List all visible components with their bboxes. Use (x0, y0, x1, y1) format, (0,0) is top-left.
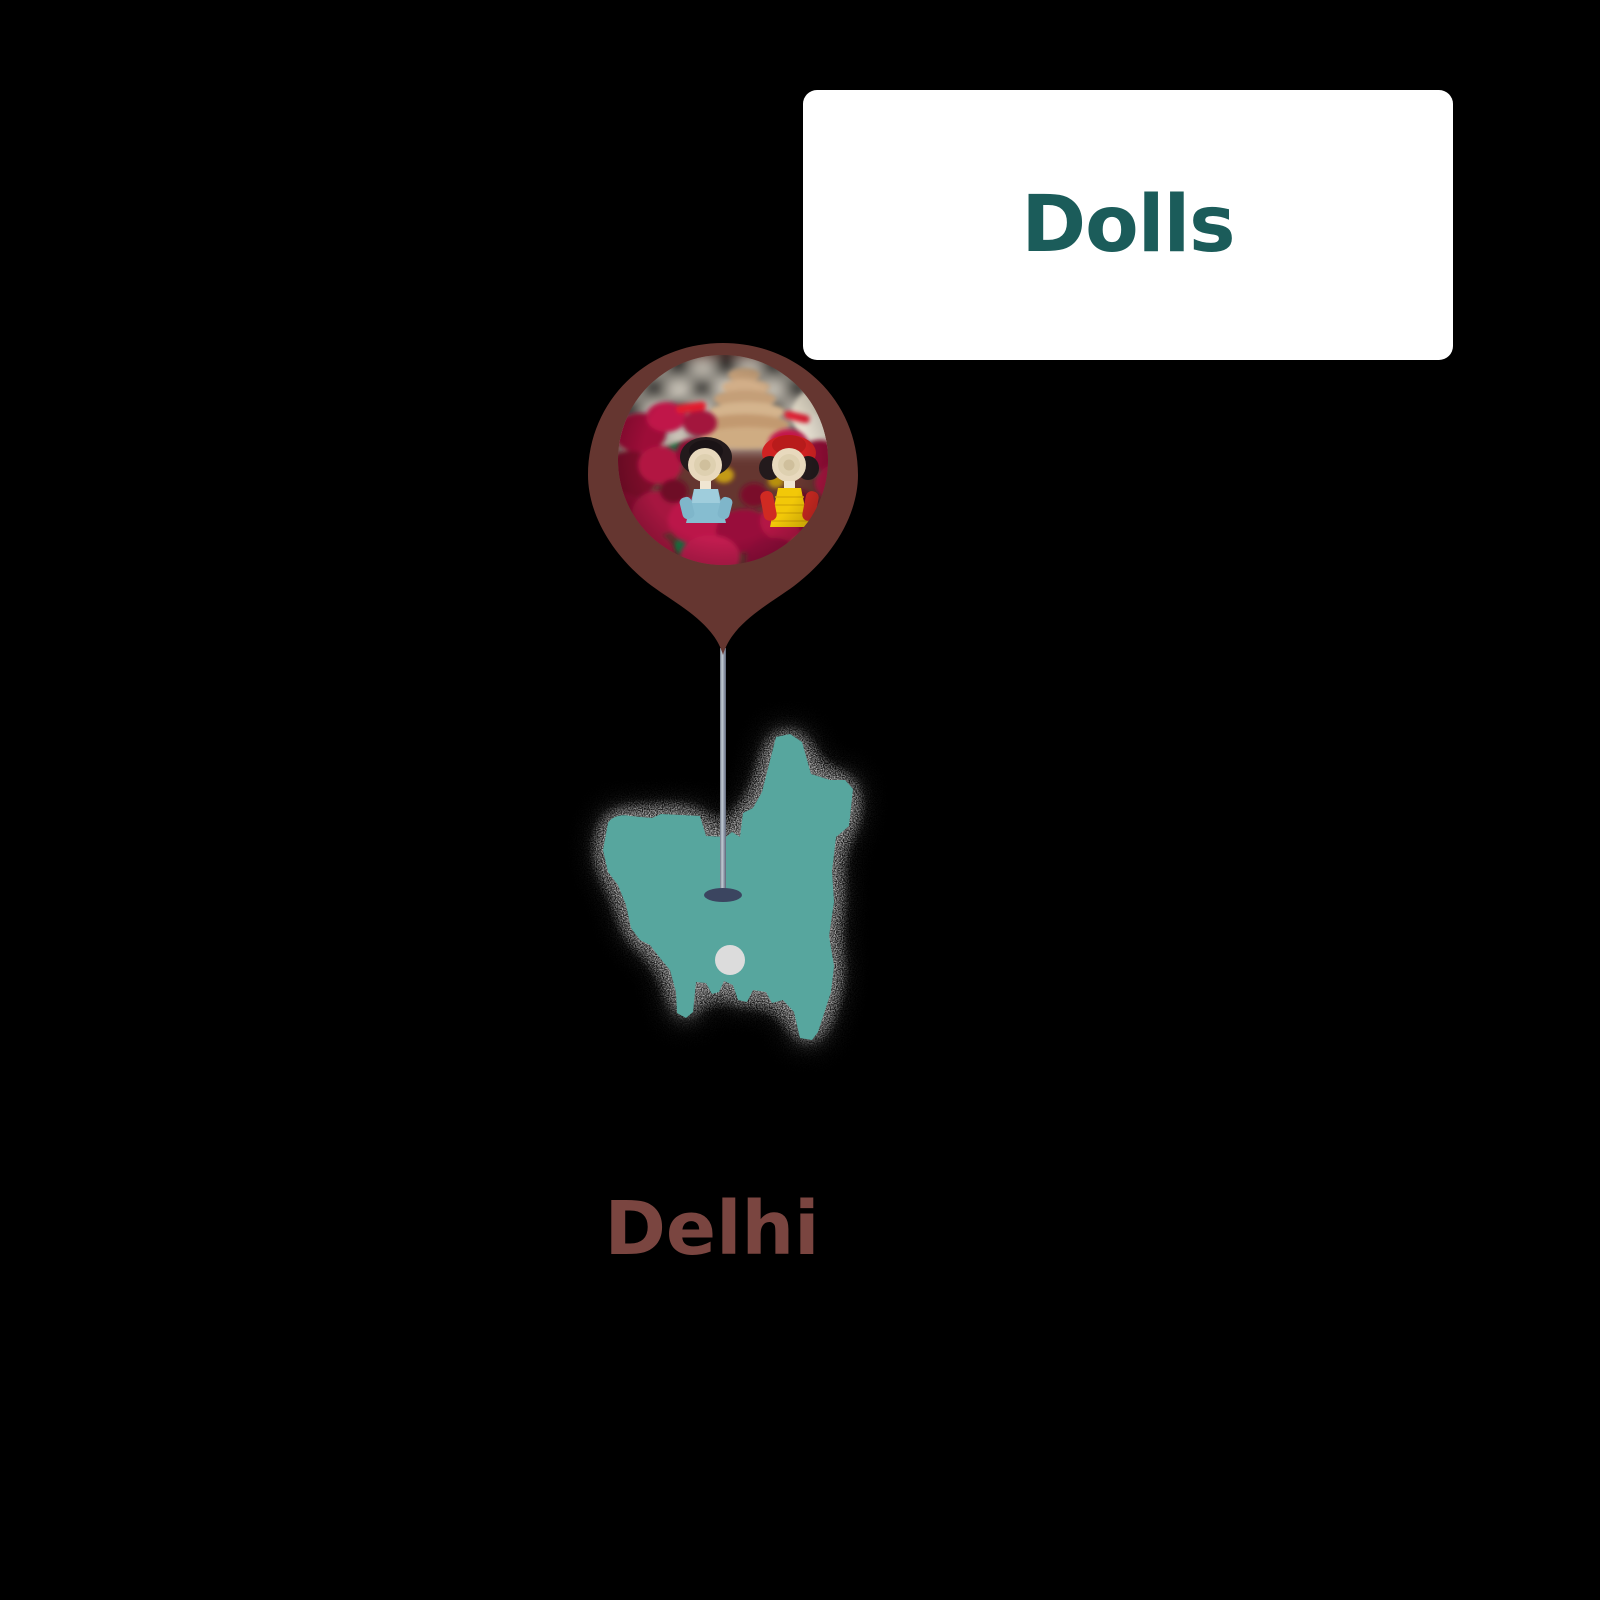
needle-shaft (720, 648, 726, 896)
info-card-title: Dolls (1021, 180, 1235, 270)
pin-needle-svg (704, 648, 742, 902)
location-dot-icon[interactable] (715, 945, 745, 975)
needle-base (704, 888, 742, 902)
place-caption-text: Delhi (604, 1186, 820, 1272)
pin-photo (618, 355, 828, 565)
delhi-map-svg (603, 734, 853, 1040)
delhi-map-silhouette (603, 734, 853, 1040)
delhi-map-group[interactable] (500, 640, 940, 1100)
pin-needle-group (700, 648, 746, 908)
map-pin-svg (588, 343, 858, 655)
map-pin-marker[interactable] (548, 305, 898, 665)
place-caption: Delhi (0, 1192, 1600, 1266)
info-card[interactable]: Dolls (803, 90, 1453, 360)
